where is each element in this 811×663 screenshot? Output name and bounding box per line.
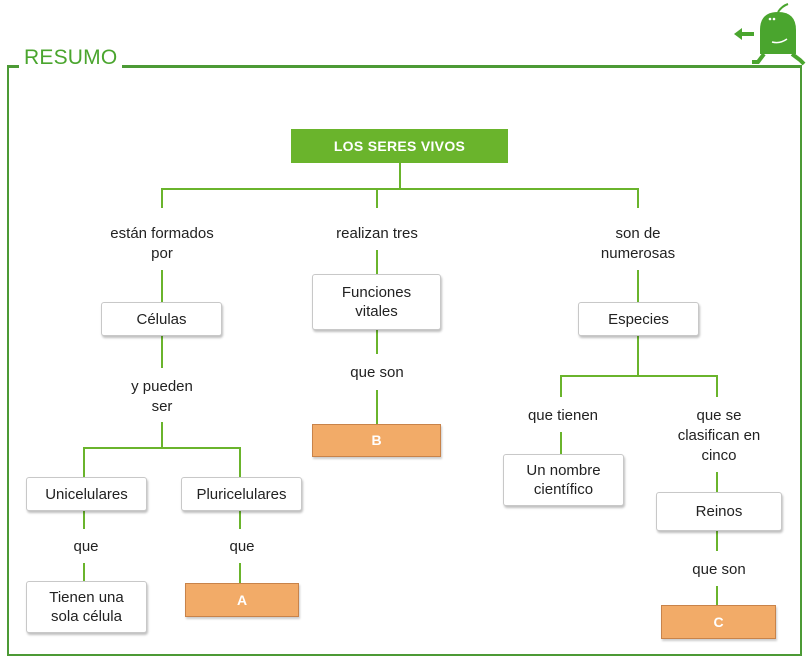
root-node: LOS SERES VIVOS (291, 129, 508, 163)
link-label-line: ser (151, 398, 173, 415)
connector (637, 188, 639, 208)
link-label-que-son: que son (692, 561, 746, 578)
node-text-line: Un nombre (526, 462, 601, 479)
link-label-que-se-clasifican: que se clasifican en cinco (678, 406, 761, 466)
node-text-line: Tienen una (49, 589, 124, 606)
link-label-que: que (73, 538, 99, 555)
connector (560, 432, 562, 454)
link-label-line: que se (696, 407, 742, 424)
link-label-line: son de (615, 225, 661, 242)
connector (83, 447, 241, 449)
answer-box-a[interactable]: A (185, 583, 299, 617)
summary-frame (7, 66, 802, 656)
answer-box-b[interactable]: B (312, 424, 441, 457)
node-tienen-una-sola-celula: Tienen una sola célula (26, 581, 147, 633)
connector (399, 162, 401, 189)
connector (716, 531, 718, 551)
node-pluricelulares: Pluricelulares (181, 477, 302, 511)
answer-box-c[interactable]: C (661, 605, 776, 639)
node-text-line: vitales (355, 303, 398, 320)
connector (560, 375, 718, 377)
connector (83, 447, 85, 477)
section-title: RESUMO (24, 46, 118, 69)
connector (161, 336, 163, 368)
link-label-estan-formados: están formados por (110, 224, 213, 264)
connector (716, 472, 718, 492)
connector (83, 511, 85, 529)
link-label-line: numerosas (600, 245, 676, 262)
connector (161, 270, 163, 302)
frame-top-right-segment (122, 65, 802, 68)
connector (376, 188, 378, 208)
connector (560, 375, 562, 397)
link-label-que: que (229, 538, 255, 555)
connector (716, 586, 718, 606)
connector (161, 188, 163, 208)
green-monster-walking-left-icon (734, 3, 806, 66)
connector (376, 330, 378, 354)
frame-top-left-segment (7, 65, 19, 68)
connector (376, 250, 378, 274)
connector (637, 270, 639, 302)
link-label-realizan-tres: realizan tres (336, 225, 418, 242)
node-text-line: Funciones (341, 284, 412, 301)
link-label-que-son: que son (350, 364, 404, 381)
node-text-line: sola célula (51, 608, 122, 625)
link-label-y-pueden-ser: y pueden ser (131, 377, 193, 417)
link-label-son-de-numerosas: son de numerosas (601, 224, 675, 264)
link-label-line: por (151, 245, 173, 262)
node-unicelulares: Unicelulares (26, 477, 147, 511)
link-label-line: clasifican en (677, 427, 761, 444)
connector (239, 563, 241, 583)
node-text-line: científico (533, 481, 594, 498)
link-label-line: cinco (701, 447, 737, 464)
link-label-line: están formados (110, 225, 214, 242)
link-label-que-tienen: que tienen (527, 407, 599, 424)
node-celulas: Células (101, 302, 222, 336)
node-un-nombre-cientifico: Un nombre científico (503, 454, 624, 506)
node-funciones-vitales: Funciones vitales (312, 274, 441, 330)
connector (83, 563, 85, 581)
node-reinos: Reinos (656, 492, 782, 531)
connector (161, 422, 163, 448)
connector (376, 390, 378, 424)
connector (239, 511, 241, 529)
node-especies: Especies (578, 302, 699, 336)
arrow-left-icon (734, 28, 754, 40)
link-label-line: y pueden (131, 378, 193, 395)
connector (637, 336, 639, 376)
connector (161, 188, 639, 190)
connector (239, 447, 241, 477)
connector (716, 375, 718, 397)
